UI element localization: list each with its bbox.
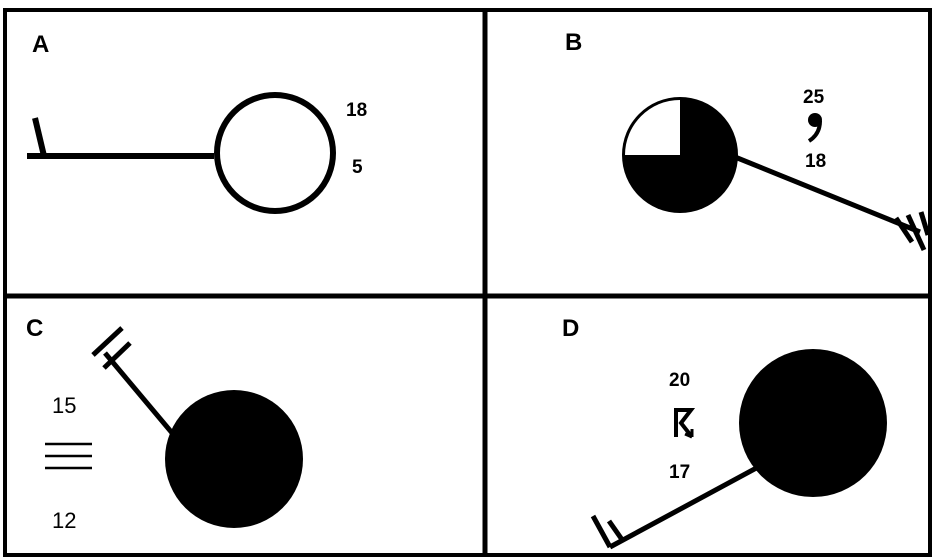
panel-a: A 18 5 [27,31,367,214]
wind-barb-b-2 [905,213,927,252]
wind-barb-d-2 [606,519,626,543]
temperature-c: 15 [52,393,76,418]
cloud-cover-circle-d [739,349,887,497]
wind-shaft-b [734,154,921,235]
wind-barb-c-2 [102,341,132,370]
temperature-b: 25 [803,87,825,108]
thunderstorm-icon [674,408,696,439]
dewpoint-d: 17 [669,462,690,483]
panel-label-d: D [562,315,579,342]
clear-sky-circle-a [214,92,336,214]
panel-label-b: B [565,29,582,56]
wind-shaft-c [103,351,180,442]
temperature-d: 20 [669,370,690,391]
fog-lines-icon [45,442,92,470]
wind-shaft-d [608,462,764,550]
figure-frame [3,8,932,557]
wind-barb-a [32,117,47,157]
dewpoint-b: 18 [805,151,826,172]
wind-barb-b-1 [893,216,915,244]
panel-c: C 15 12 [26,315,303,533]
wind-barb-d-1 [590,514,613,549]
wind-barb-b-3 [918,211,931,236]
temperature-a: 18 [346,100,367,121]
drizzle-comma-icon [807,113,822,143]
cloud-cover-circle-c [165,390,303,528]
dewpoint-c: 12 [52,508,76,533]
panel-d: D 20 17 [562,315,887,550]
panel-b: B 25 18 [565,29,931,252]
panel-label-c: C [26,315,43,342]
wind-barb-c-1 [91,326,124,357]
panel-label-a: A [32,31,49,58]
dewpoint-a: 5 [352,157,363,178]
cloud-cover-clear-quadrant-b [625,100,680,155]
